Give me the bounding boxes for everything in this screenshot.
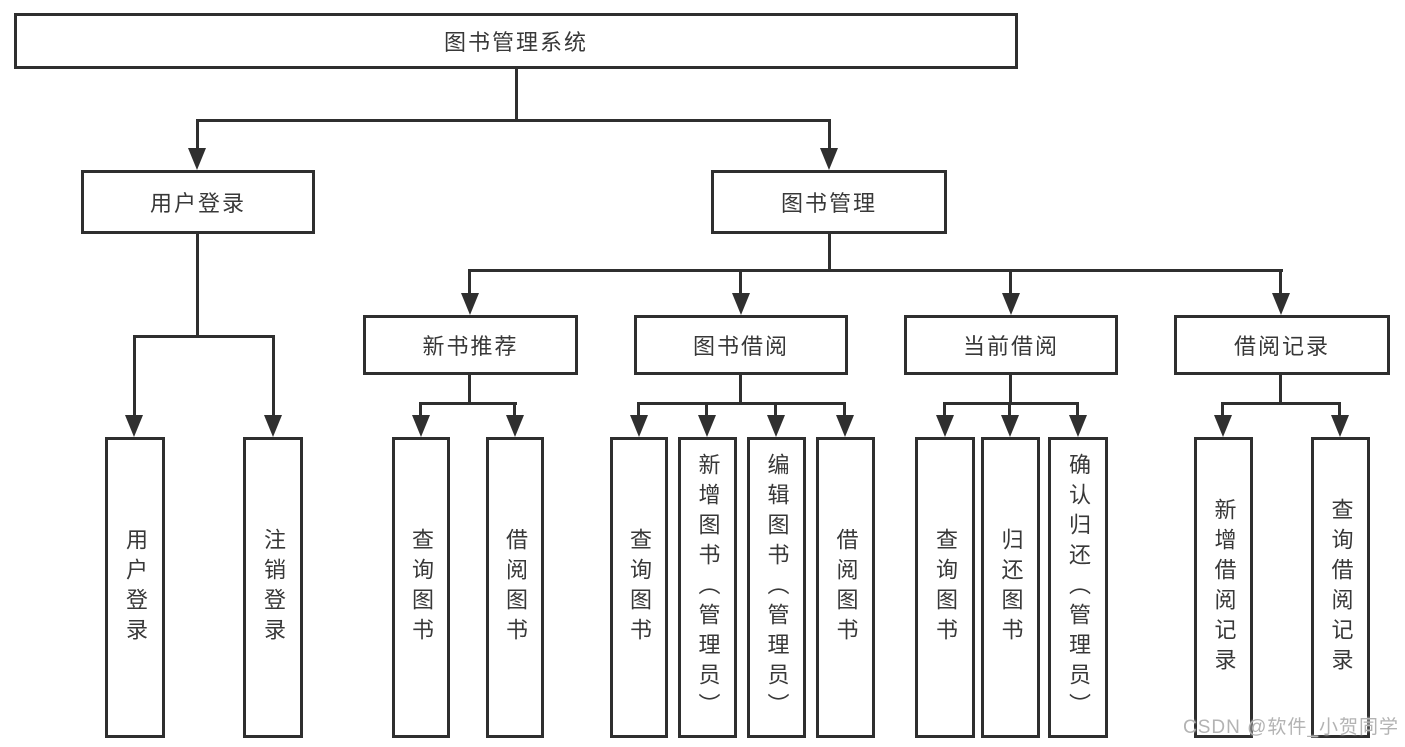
connector-leaf — [1008, 402, 1011, 417]
arrow-down-icon — [1001, 415, 1019, 437]
node-edit-book-admin: 编辑图书（管理员） — [747, 437, 806, 738]
connector-recommend-branch — [419, 402, 517, 405]
watermark: CSDN @软件_小贺同学 — [1183, 717, 1399, 738]
node-add-book-admin: 新增图书（管理员） — [678, 437, 737, 738]
node-borrow-books-recommend: 借阅图书 — [486, 437, 544, 738]
connector-to-book-management — [828, 119, 831, 153]
arrow-down-icon — [1331, 415, 1349, 437]
node-return-book: 归还图书 — [981, 437, 1040, 738]
connector-to-user-login — [196, 119, 199, 153]
connector-level2-branch — [468, 269, 1283, 272]
connector-to-borrow-records — [1279, 269, 1282, 295]
connector-leaf — [637, 402, 640, 417]
arrow-down-icon — [820, 148, 838, 170]
arrow-down-icon — [836, 415, 854, 437]
node-query-books-current: 查询图书 — [915, 437, 975, 738]
connector-current-borrow-branch — [943, 402, 1079, 405]
connector-leaf — [1338, 402, 1341, 417]
arrow-down-icon — [732, 293, 750, 315]
connector-leaf — [943, 402, 946, 417]
arrow-down-icon — [188, 148, 206, 170]
node-logout-leaf: 注销登录 — [243, 437, 303, 738]
node-query-books-borrow: 查询图书 — [610, 437, 668, 738]
arrow-down-icon — [412, 415, 430, 437]
node-user-login: 用户登录 — [81, 170, 315, 234]
connector-to-logout-leaf — [272, 335, 275, 419]
arrow-down-icon — [264, 415, 282, 437]
connector-current-borrow-stem — [1009, 373, 1012, 405]
connector-book-management-stem — [828, 233, 831, 272]
connector-leaf — [705, 402, 708, 417]
arrow-down-icon — [1272, 293, 1290, 315]
connector-book-borrow-stem — [739, 373, 742, 405]
connector-leaf — [774, 402, 777, 417]
connector-root-stem — [515, 69, 518, 122]
arrow-down-icon — [1002, 293, 1020, 315]
connector-leaf — [843, 402, 846, 417]
connector-borrow-records-stem — [1279, 373, 1282, 405]
connector-to-book-borrow — [739, 269, 742, 295]
arrow-down-icon — [1214, 415, 1232, 437]
connector-user-login-stem — [196, 233, 199, 338]
arrow-down-icon — [461, 293, 479, 315]
connector-to-user-login-leaf — [133, 335, 136, 419]
arrow-down-icon — [698, 415, 716, 437]
connector-to-new-book-recommend — [468, 269, 471, 295]
arrow-down-icon — [125, 415, 143, 437]
arrow-down-icon — [630, 415, 648, 437]
node-borrow-records: 借阅记录 — [1174, 315, 1390, 375]
connector-recommend-stem — [468, 373, 471, 405]
node-borrow-books-leaf: 借阅图书 — [816, 437, 875, 738]
node-confirm-return-admin: 确认归还（管理员） — [1048, 437, 1108, 738]
connector-book-borrow-branch — [637, 402, 846, 405]
connector-leaf — [419, 402, 422, 417]
connector-borrow-records-branch — [1221, 402, 1341, 405]
node-add-borrow-record: 新增借阅记录 — [1194, 437, 1253, 738]
arrow-down-icon — [936, 415, 954, 437]
node-user-login-leaf: 用户登录 — [105, 437, 165, 738]
connector-user-login-branch — [133, 335, 275, 338]
node-book-management: 图书管理 — [711, 170, 947, 234]
node-query-books-recommend: 查询图书 — [392, 437, 450, 738]
connector-leaf — [1221, 402, 1224, 417]
arrow-down-icon — [506, 415, 524, 437]
node-current-borrow: 当前借阅 — [904, 315, 1118, 375]
connector-level1-branch — [196, 119, 831, 122]
node-new-book-recommend: 新书推荐 — [363, 315, 578, 375]
arrow-down-icon — [1069, 415, 1087, 437]
arrow-down-icon — [767, 415, 785, 437]
connector-leaf — [1076, 402, 1079, 417]
node-root: 图书管理系统 — [14, 13, 1018, 69]
connector-to-current-borrow — [1009, 269, 1012, 295]
node-book-borrow: 图书借阅 — [634, 315, 848, 375]
node-query-borrow-record: 查询借阅记录 — [1311, 437, 1370, 738]
connector-leaf — [513, 402, 516, 417]
